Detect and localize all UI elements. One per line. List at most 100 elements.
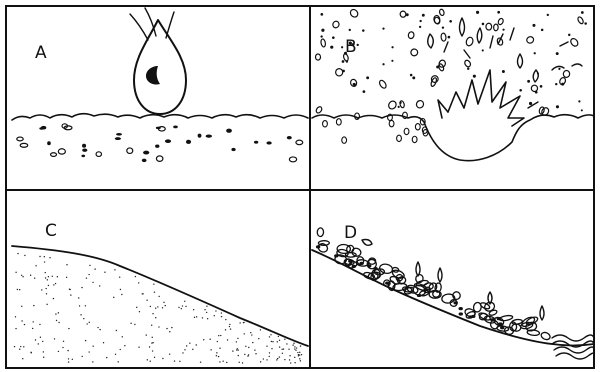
spray-droplet xyxy=(410,48,419,57)
sand-dot xyxy=(54,338,55,339)
spray-dot xyxy=(391,46,393,48)
sand-dot xyxy=(238,349,239,350)
sand-dot xyxy=(34,278,35,279)
sand-dot xyxy=(243,322,244,323)
sand-dot xyxy=(49,257,50,258)
sand-dot xyxy=(14,346,15,347)
sand-dot xyxy=(39,256,40,257)
sand-dot xyxy=(151,325,152,326)
soil-particle xyxy=(81,155,85,158)
pebble xyxy=(359,262,363,265)
spray-droplet xyxy=(387,100,397,111)
sand-dot xyxy=(279,346,280,347)
sand-dot xyxy=(294,357,295,358)
pebble xyxy=(497,317,501,320)
spray-dot xyxy=(568,34,570,36)
sand-dot xyxy=(85,340,86,341)
sand-dot xyxy=(86,323,87,324)
sand-dot xyxy=(219,361,220,362)
spray-droplet xyxy=(439,9,445,16)
sand-dot xyxy=(124,345,125,346)
sand-dot xyxy=(22,276,23,277)
sand-dot xyxy=(299,352,300,353)
spray-dot xyxy=(473,75,476,78)
soil-particle xyxy=(231,148,235,151)
spray-droplet xyxy=(315,54,320,60)
sand-dot xyxy=(281,349,282,350)
sand-dot xyxy=(69,289,70,290)
sand-dot xyxy=(67,350,68,351)
sand-dot xyxy=(68,361,69,362)
sand-dot xyxy=(248,354,249,355)
sand-dot xyxy=(269,356,270,357)
spray-droplet xyxy=(400,11,407,18)
sand-dot xyxy=(276,359,277,360)
spray-dot xyxy=(391,60,393,62)
sand-dot xyxy=(215,310,216,311)
panel-a-label: A xyxy=(35,43,47,63)
spray-droplet xyxy=(315,106,323,114)
soil-particle xyxy=(115,137,121,140)
spray-droplet xyxy=(320,39,326,48)
sand-dot xyxy=(237,348,238,349)
spray-dot xyxy=(561,83,564,86)
soil-particle xyxy=(127,148,133,154)
sand-dot xyxy=(38,343,39,344)
spray-dot xyxy=(584,22,587,25)
spray-droplet xyxy=(465,36,474,46)
spray-droplet xyxy=(332,20,340,28)
spray-dot xyxy=(556,105,559,108)
soil-particle xyxy=(254,141,258,144)
pebble xyxy=(453,301,457,304)
sand-dot xyxy=(226,362,227,363)
sand-dot xyxy=(138,282,139,283)
pebble xyxy=(352,265,356,268)
spray-droplet xyxy=(438,59,446,68)
sand-dot xyxy=(79,305,80,306)
sand-dot xyxy=(277,358,278,359)
sand-dot xyxy=(163,302,164,303)
sand-dot xyxy=(55,313,56,314)
sand-dot xyxy=(21,320,22,321)
sand-dot xyxy=(196,344,197,345)
sand-dot xyxy=(278,336,279,337)
sand-dot xyxy=(17,253,18,254)
spray-dot xyxy=(436,65,439,68)
sand-dot xyxy=(35,265,36,266)
spray-droplet xyxy=(415,124,420,130)
sand-dot xyxy=(20,346,21,347)
spray-dot xyxy=(482,23,485,26)
sand-dot xyxy=(194,317,195,318)
sand-dot xyxy=(17,289,18,290)
sand-dot xyxy=(35,339,36,340)
spray-dot xyxy=(497,11,500,14)
sand-dot xyxy=(97,327,98,328)
sand-dot xyxy=(209,339,210,340)
spray-droplet xyxy=(397,135,402,141)
sand-dot xyxy=(48,285,49,286)
spray-dot xyxy=(519,89,522,92)
pebble xyxy=(540,331,551,341)
sand-dot xyxy=(165,305,166,306)
sand-dot xyxy=(248,347,249,348)
sand-dot xyxy=(19,289,20,290)
spray-dot xyxy=(362,29,364,31)
sand-dot xyxy=(154,292,155,293)
sand-dot xyxy=(80,314,81,315)
sand-dot xyxy=(219,348,220,349)
sand-dot xyxy=(162,358,163,359)
sand-dot xyxy=(299,358,300,359)
sand-dot xyxy=(204,309,205,310)
sand-dot xyxy=(269,352,270,353)
sand-dot xyxy=(174,360,175,361)
sand-dot xyxy=(92,282,93,283)
sand-dot xyxy=(295,350,296,351)
sand-dot xyxy=(78,297,79,298)
sand-dot xyxy=(81,287,82,288)
spray-droplet xyxy=(577,16,584,24)
soil-particle xyxy=(155,145,159,148)
sand-dot xyxy=(182,352,183,353)
spray-dot xyxy=(320,13,323,16)
pebble xyxy=(373,267,377,270)
sand-dot xyxy=(216,355,217,356)
